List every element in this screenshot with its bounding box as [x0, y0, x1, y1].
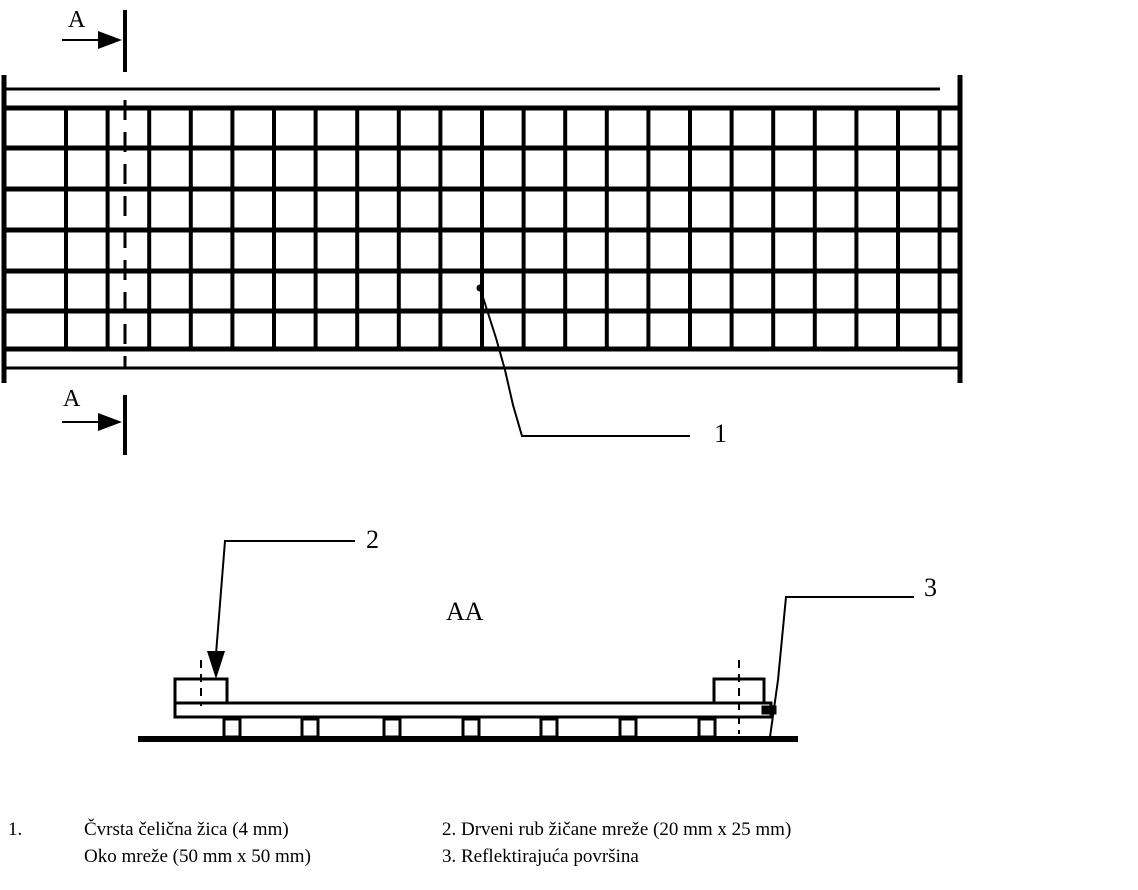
support-post	[539, 717, 559, 739]
vertical-wires	[64, 108, 942, 349]
support-post	[300, 717, 320, 739]
legend-item-1-number: 1.	[8, 819, 23, 840]
support-post	[461, 717, 481, 739]
callout-2-label: 2	[366, 525, 379, 554]
callout-1-label: 1	[714, 419, 727, 448]
support-post	[222, 717, 242, 739]
mesh-top-view	[1, 75, 963, 383]
section-arrow-bottom	[62, 413, 122, 431]
legend-item-1-line-1: Čvrsta čelična žica (4 mm)	[84, 819, 289, 840]
section-label-top: A	[68, 7, 86, 33]
legend-item-2: 2. Drveni rub žičane mreže (20 mm x 25 m…	[442, 819, 792, 840]
support-post	[618, 717, 638, 739]
section-title: AA	[446, 597, 484, 626]
section-view	[138, 660, 798, 742]
support-posts	[222, 717, 717, 739]
support-post	[697, 717, 717, 739]
legend-item-1-line-2: Oko mreže (50 mm x 50 mm)	[84, 846, 311, 867]
callout-3-leader	[769, 596, 914, 738]
section-arrow-top	[62, 31, 122, 49]
callout-1-leader	[476, 284, 690, 437]
callout-3-label: 3	[924, 573, 937, 602]
callout-2-leader	[207, 540, 355, 679]
frame-bar	[173, 701, 773, 719]
support-post	[382, 717, 402, 739]
reflective-surface-end	[761, 705, 777, 715]
legend-item-3: 3. Reflektirajuća površina	[442, 846, 639, 867]
section-label-bottom: A	[63, 386, 81, 412]
